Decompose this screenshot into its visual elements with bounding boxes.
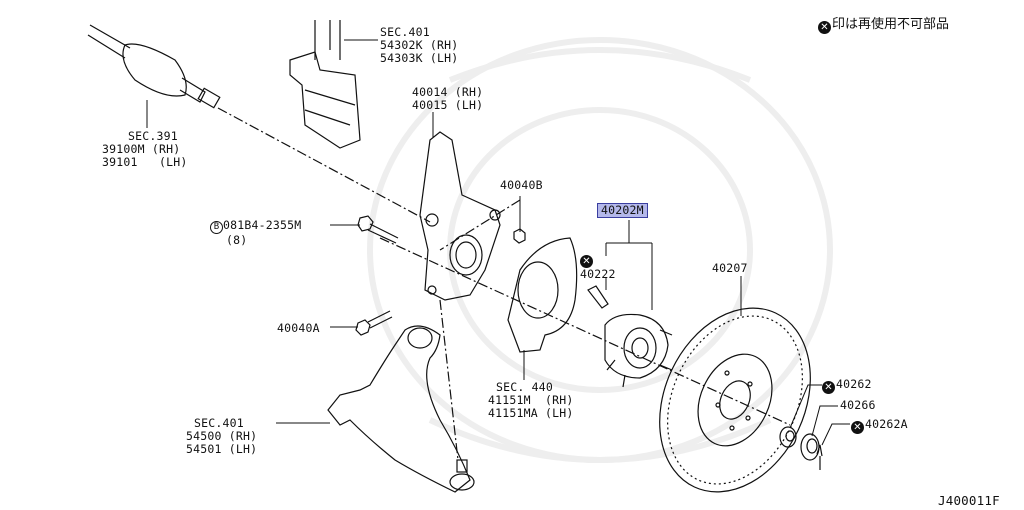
label-hub-assembly-40202m[interactable]: 40202M: [597, 203, 648, 218]
label-line: 40262: [836, 377, 872, 391]
b-circle-icon: B: [210, 221, 223, 234]
label-line: 54500 (RH): [186, 429, 258, 443]
legend-text: 印は再使用不可部品: [832, 17, 950, 32]
label-line: 39101 (LH): [102, 155, 188, 169]
label-line: 40015 (LH): [412, 98, 484, 112]
label-line: 081B4-2355M: [223, 218, 302, 232]
x-circle-icon: ✕: [818, 21, 831, 34]
label-nut-cap[interactable]: 40266: [840, 398, 876, 412]
nut-cap[interactable]: [800, 433, 820, 461]
center-line: [217, 107, 791, 426]
strut[interactable]: [289, 20, 361, 149]
label-hub-bolt[interactable]: ✕40222: [580, 252, 616, 281]
hub-bolt-40222[interactable]: [587, 285, 609, 309]
label-line: 54501 (LH): [186, 442, 258, 456]
legend: ✕印は再使用不可部品: [818, 13, 949, 34]
label-line: 54303K (LH): [380, 51, 459, 65]
lower-control-arm[interactable]: [327, 325, 475, 493]
steering-knuckle[interactable]: [419, 131, 501, 301]
bolt-081b4[interactable]: [357, 215, 399, 244]
label-line: 41151MA (LH): [488, 406, 574, 420]
x-circle-icon: ✕: [580, 255, 593, 268]
diagram-code: J400011F: [938, 493, 1000, 508]
label-nut-40040b[interactable]: 40040B: [500, 178, 543, 192]
x-circle-icon: ✕: [851, 421, 864, 434]
drive-shaft[interactable]: [87, 24, 221, 109]
label-rotor[interactable]: 40207: [712, 261, 748, 275]
label-line: 40014 (RH): [412, 85, 484, 99]
watermark: [367, 37, 833, 463]
label-line: (8): [226, 233, 248, 247]
label-line: 40262A: [865, 417, 908, 431]
label-axle-nut[interactable]: ✕40262: [822, 378, 872, 394]
bolt-40040a[interactable]: [355, 310, 393, 336]
leader-lines: [146, 39, 850, 446]
label-line: 54302K (RH): [380, 38, 459, 52]
dust-shield[interactable]: [507, 237, 578, 353]
label-line: SEC.401: [194, 416, 244, 430]
label-line: 41151M (RH): [488, 393, 574, 407]
label-bolt-40040a[interactable]: 40040A: [277, 321, 320, 335]
label-line: SEC.391: [128, 129, 178, 143]
brake-rotor[interactable]: [631, 283, 839, 510]
label-line: 40222: [580, 267, 616, 281]
label-cotter-pin[interactable]: ✕40262A: [851, 418, 908, 434]
axle-nut[interactable]: [779, 426, 797, 448]
x-circle-icon: ✕: [822, 381, 835, 394]
label-knuckle[interactable]: 40014 (RH)40015 (LH): [412, 86, 483, 112]
wheel-hub-assembly[interactable]: [604, 313, 673, 388]
label-line: 39100M (RH): [102, 142, 181, 156]
cotter-pin[interactable]: [816, 444, 823, 470]
label-line: SEC.401: [380, 25, 430, 39]
label-line: SEC. 440: [496, 380, 553, 394]
